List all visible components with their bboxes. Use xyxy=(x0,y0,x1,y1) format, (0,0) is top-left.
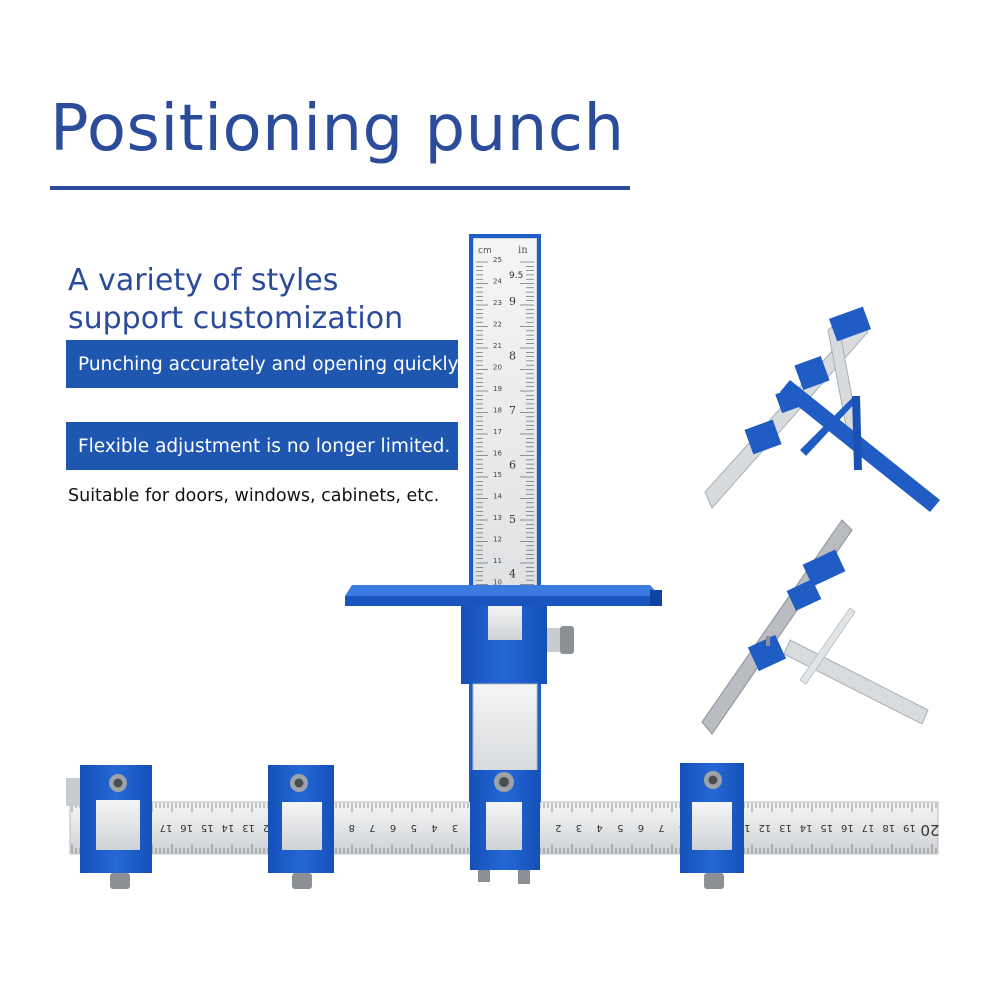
title-underline xyxy=(50,186,630,190)
vertical-ruler-cm-number: 20 xyxy=(493,364,502,372)
horizontal-ruler-number: 2 xyxy=(555,822,561,833)
unit-cm-label: cm xyxy=(478,246,492,256)
horizontal-ruler-number: 19 xyxy=(903,822,916,833)
vertical-ruler-cm-number: 22 xyxy=(493,321,502,329)
subtitle-line-1: A variety of styles xyxy=(68,263,339,298)
horizontal-ruler-number: 5 xyxy=(411,822,417,833)
horizontal-ruler-number: 15 xyxy=(820,822,833,833)
horizontal-ruler-number: 7 xyxy=(658,822,664,833)
clamp-right xyxy=(680,763,744,889)
cross-bar xyxy=(345,585,662,606)
horizontal-ruler-number: 16 xyxy=(180,822,193,833)
unit-in-label: in xyxy=(518,245,528,256)
product-variant-grey xyxy=(701,519,929,735)
vertical-ruler-inch-number: 8 xyxy=(509,350,516,363)
subtitle: A variety of styles support customizatio… xyxy=(68,262,403,338)
feature-box-flexible: Flexible adjustment is no longer limited… xyxy=(66,422,458,470)
horizontal-ruler-number: 14 xyxy=(800,822,813,833)
suitable-text: Suitable for doors, windows, cabinets, e… xyxy=(68,486,440,506)
vertical-ruler-cm-number: 19 xyxy=(493,385,502,393)
vertical-ruler-inch-number: 9 xyxy=(509,295,516,308)
vertical-ruler-cm-number: 14 xyxy=(493,493,502,501)
clamp-mid-left xyxy=(268,765,334,889)
horizontal-ruler-number: 3 xyxy=(452,822,458,833)
horizontal-ruler-number: 15 xyxy=(201,822,214,833)
vertical-ruler-cm-number: 11 xyxy=(493,557,502,565)
vertical-ruler-inch-number: 7 xyxy=(509,404,516,417)
horizontal-ruler-number: 16 xyxy=(841,822,854,833)
feature-box-accurate: Punching accurately and opening quickly. xyxy=(66,340,462,388)
vertical-ruler-cm-number: 12 xyxy=(493,536,502,544)
horizontal-ruler-number: 20 xyxy=(920,821,939,839)
horizontal-ruler-number: 17 xyxy=(160,822,173,833)
horizontal-ruler-number: 6 xyxy=(390,822,396,833)
horizontal-ruler-number: 12 xyxy=(758,822,771,833)
vertical-ruler-cm-number: 23 xyxy=(493,299,502,307)
horizontal-ruler-number: 8 xyxy=(349,822,355,833)
horizontal-ruler-number: 5 xyxy=(617,822,623,833)
vertical-ruler-cm-number: 13 xyxy=(493,514,502,522)
vertical-ruler-inch-number: 6 xyxy=(509,459,516,472)
horizontal-ruler-number: 18 xyxy=(882,822,895,833)
horizontal-ruler-number: 11 xyxy=(738,822,751,833)
horizontal-ruler-number: 14 xyxy=(222,822,235,833)
horizontal-ruler-number: 7 xyxy=(369,822,375,833)
subtitle-line-2: support customization xyxy=(68,301,404,336)
horizontal-ruler-number: 13 xyxy=(779,822,792,833)
vertical-ruler-cm-number: 16 xyxy=(493,450,502,458)
clamp-left xyxy=(66,765,152,889)
page-title: Positioning punch xyxy=(50,92,625,166)
vertical-ruler-cm-number: 10 xyxy=(493,579,502,587)
product-variant-blue xyxy=(704,306,940,512)
center-bottom-block xyxy=(470,770,540,884)
vertical-ruler-inch-number: 4 xyxy=(509,568,516,581)
center-block xyxy=(461,606,574,795)
vertical-ruler-cm-number: 25 xyxy=(493,256,502,264)
horizontal-ruler-number: 6 xyxy=(638,822,644,833)
horizontal-ruler-number: 4 xyxy=(596,822,602,833)
horizontal-ruler-number: 3 xyxy=(576,822,582,833)
vertical-ruler-cm-number: 17 xyxy=(493,428,502,436)
vertical-ruler-cm-number: 21 xyxy=(493,342,502,350)
vertical-ruler-inch-number: 5 xyxy=(509,513,516,526)
vertical-ruler-cm-number: 18 xyxy=(493,407,502,415)
vertical-ruler-cm-number: 15 xyxy=(493,471,502,479)
horizontal-ruler-number: 17 xyxy=(862,822,875,833)
vertical-ruler-cm-number: 24 xyxy=(493,278,502,286)
top-value-label: 9.5 xyxy=(509,271,523,281)
horizontal-ruler-number: 13 xyxy=(242,822,255,833)
horizontal-ruler-number: 4 xyxy=(431,822,437,833)
